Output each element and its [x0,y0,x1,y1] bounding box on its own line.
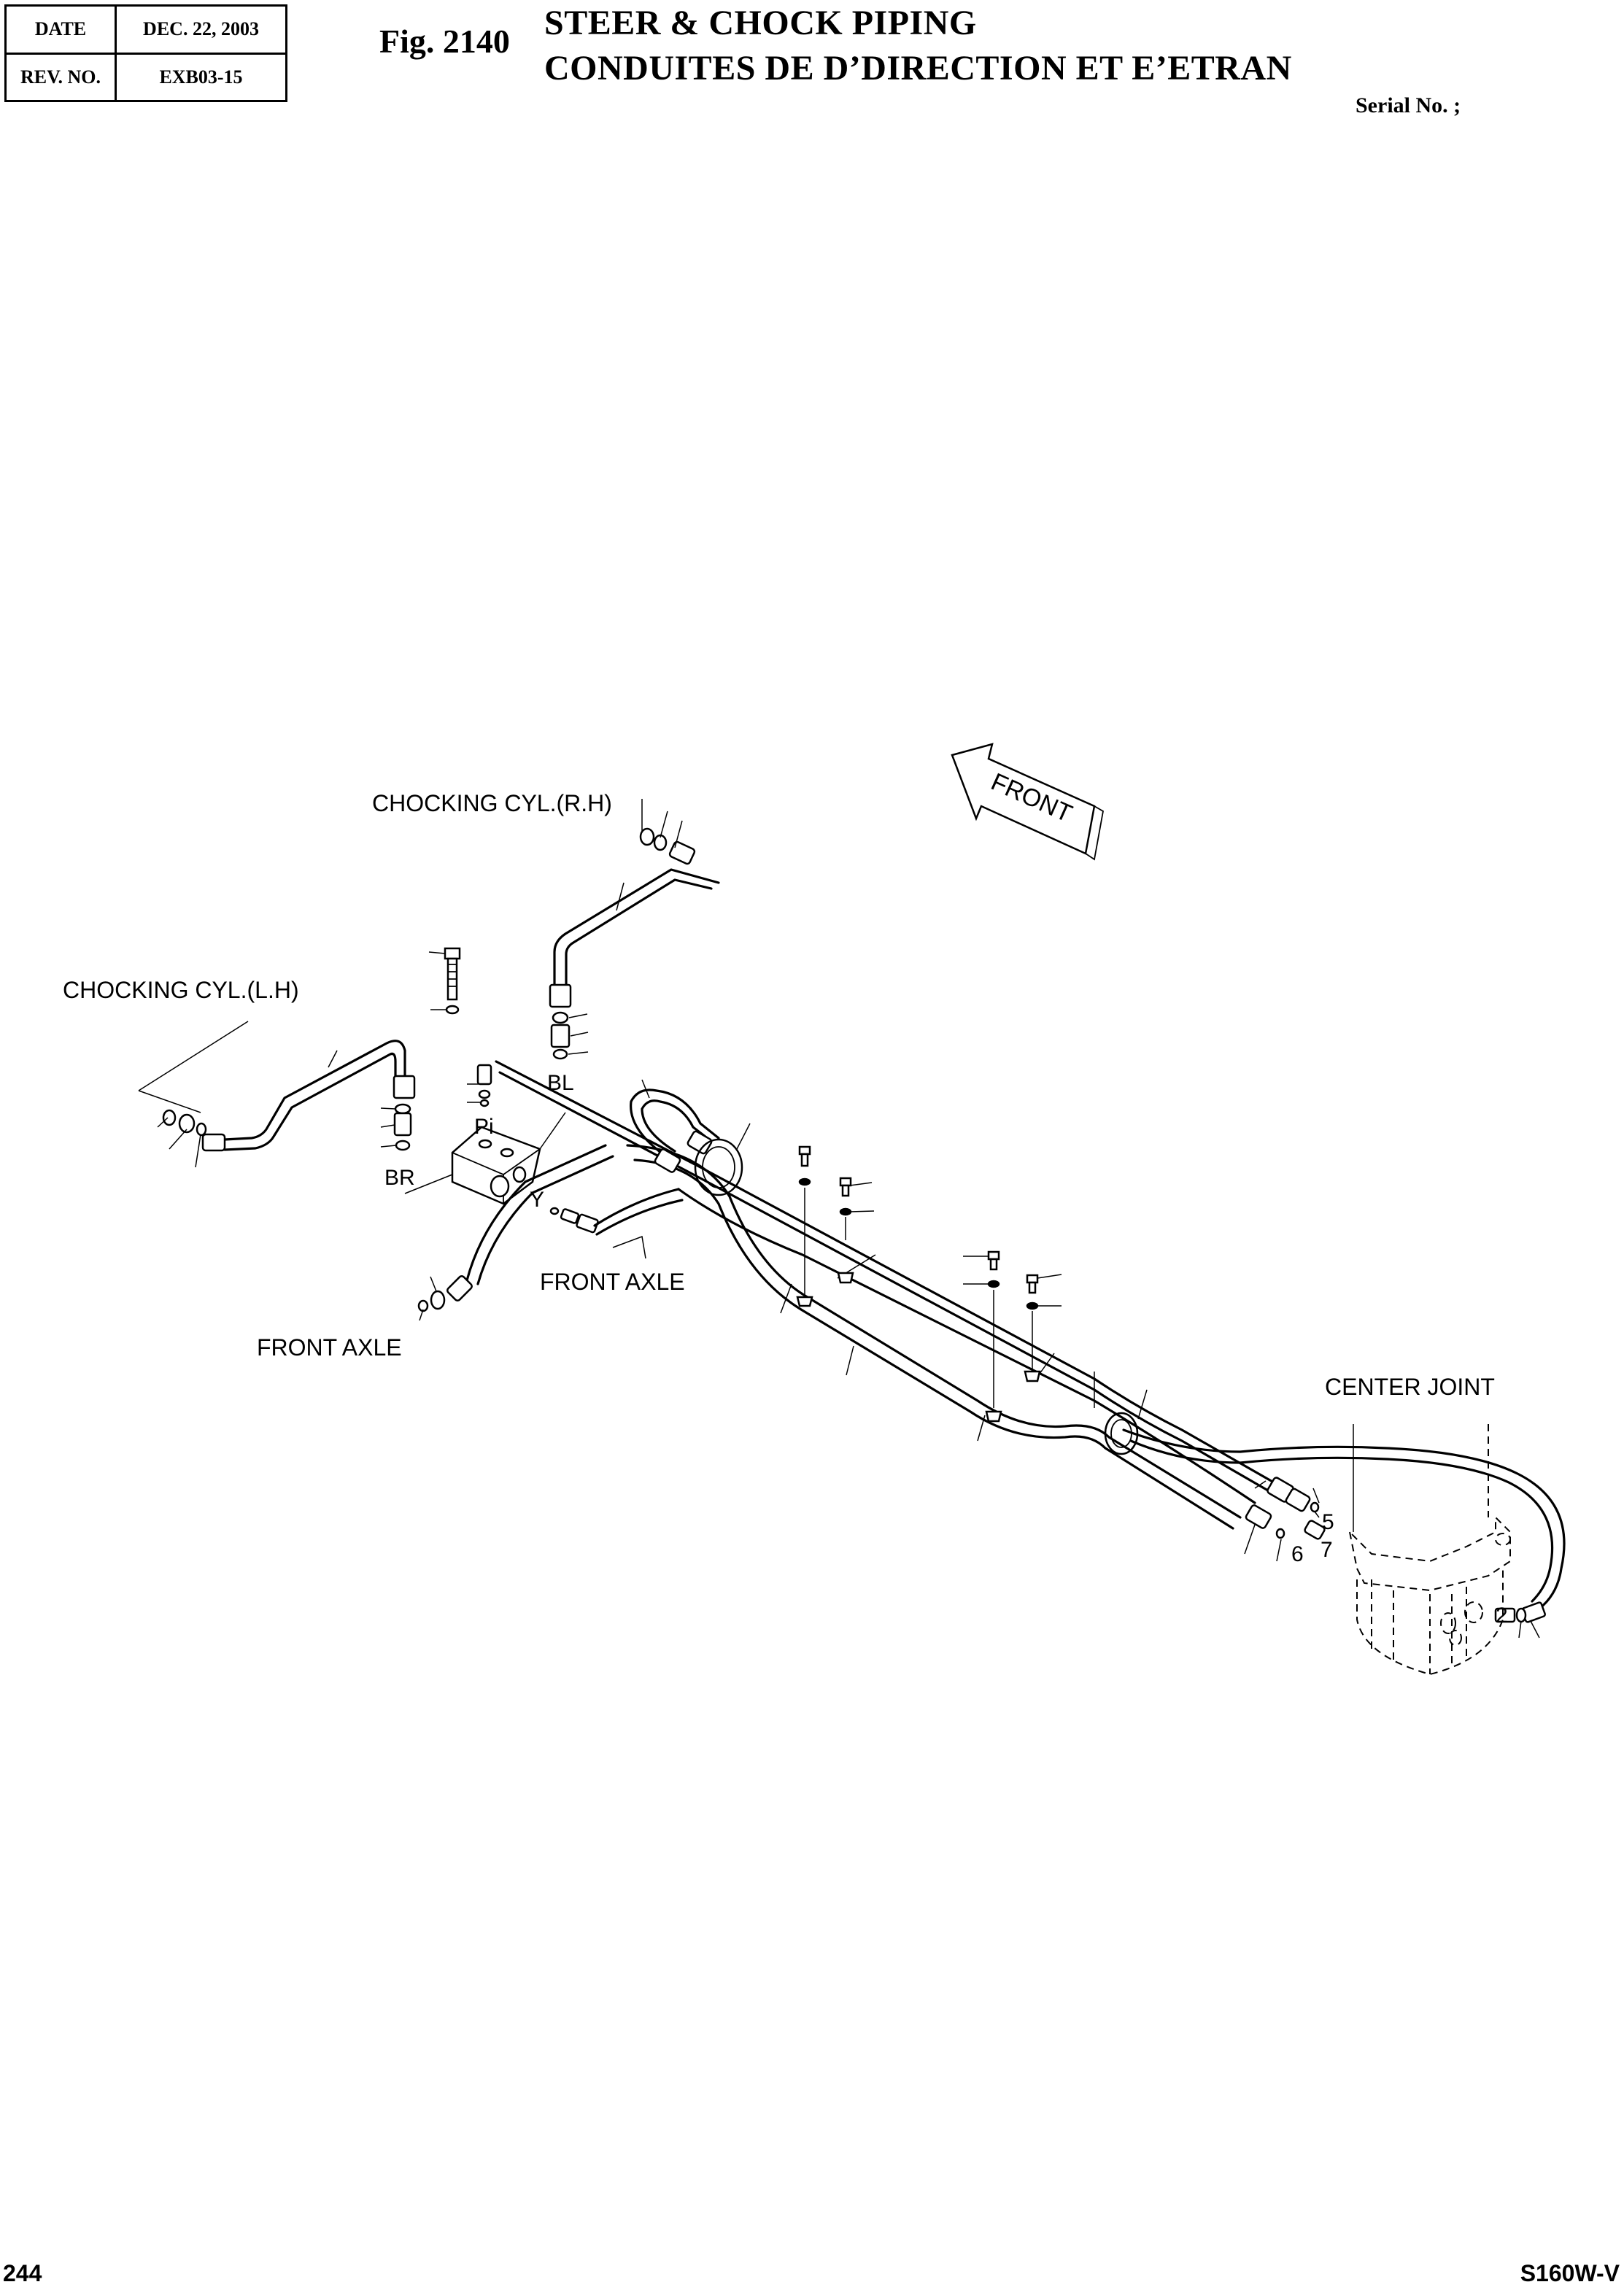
chocking-lh-label: CHOCKING CYL.(L.H) [63,977,299,1003]
date-value: DEC. 22, 2003 [115,4,287,55]
front-axle-label-1: FRONT AXLE [540,1269,685,1295]
center-joint-label: CENTER JOINT [1325,1374,1495,1400]
grommet-ring [694,1138,1139,1455]
chocking-rh-label: CHOCKING CYL.(R.H) [372,790,612,816]
br-fittings: BR [380,1103,415,1190]
port-br-label: BR [384,1166,415,1190]
center-joint-fittings: 5 6 7 2 [1244,1477,1508,1628]
chocking-rh-pipe [549,799,720,1008]
valve-block: Pi [404,1064,566,1205]
rev-value: EXB03-15 [115,52,287,102]
port-bl-label: BL [547,1071,574,1095]
figure-number: Fig. 2140 [379,23,510,60]
clamp-bolts [796,1145,1062,1423]
part-number-7: 7 [1321,1538,1333,1562]
center-joint: CENTER JOINT [1325,1374,1511,1676]
hose-loop [630,1079,751,1173]
front-axle-hoses: Y FRONT AXLE FRONT AXLE [257,1144,685,1361]
front-arrow-icon: FRONT [951,743,1104,861]
title-french: CONDUITES DE D’DIRECTION ET E’ETRAN [544,49,1292,88]
front-axle-label-2: FRONT AXLE [257,1334,402,1361]
bolt-icon [428,947,461,1015]
bl-fittings: BL [547,1011,589,1095]
serial-number: Serial No. ; [1356,93,1461,117]
title-english: STEER & CHOCK PIPING [544,4,977,42]
date-label: DATE [4,4,117,55]
port-pi-label: Pi [474,1115,494,1139]
rev-label: REV. NO. [4,52,117,102]
page-number: 244 [3,2260,42,2286]
model-number: S160W-V [1520,2260,1620,2286]
part-number-2: 2 [1496,1604,1508,1628]
part-number-5: 5 [1322,1510,1334,1534]
chocking-lh-pipe [138,1021,416,1168]
part-number-6: 6 [1291,1542,1304,1566]
revision-table: DATE DEC. 22, 2003 REV. NO. EXB03-15 [4,4,287,102]
